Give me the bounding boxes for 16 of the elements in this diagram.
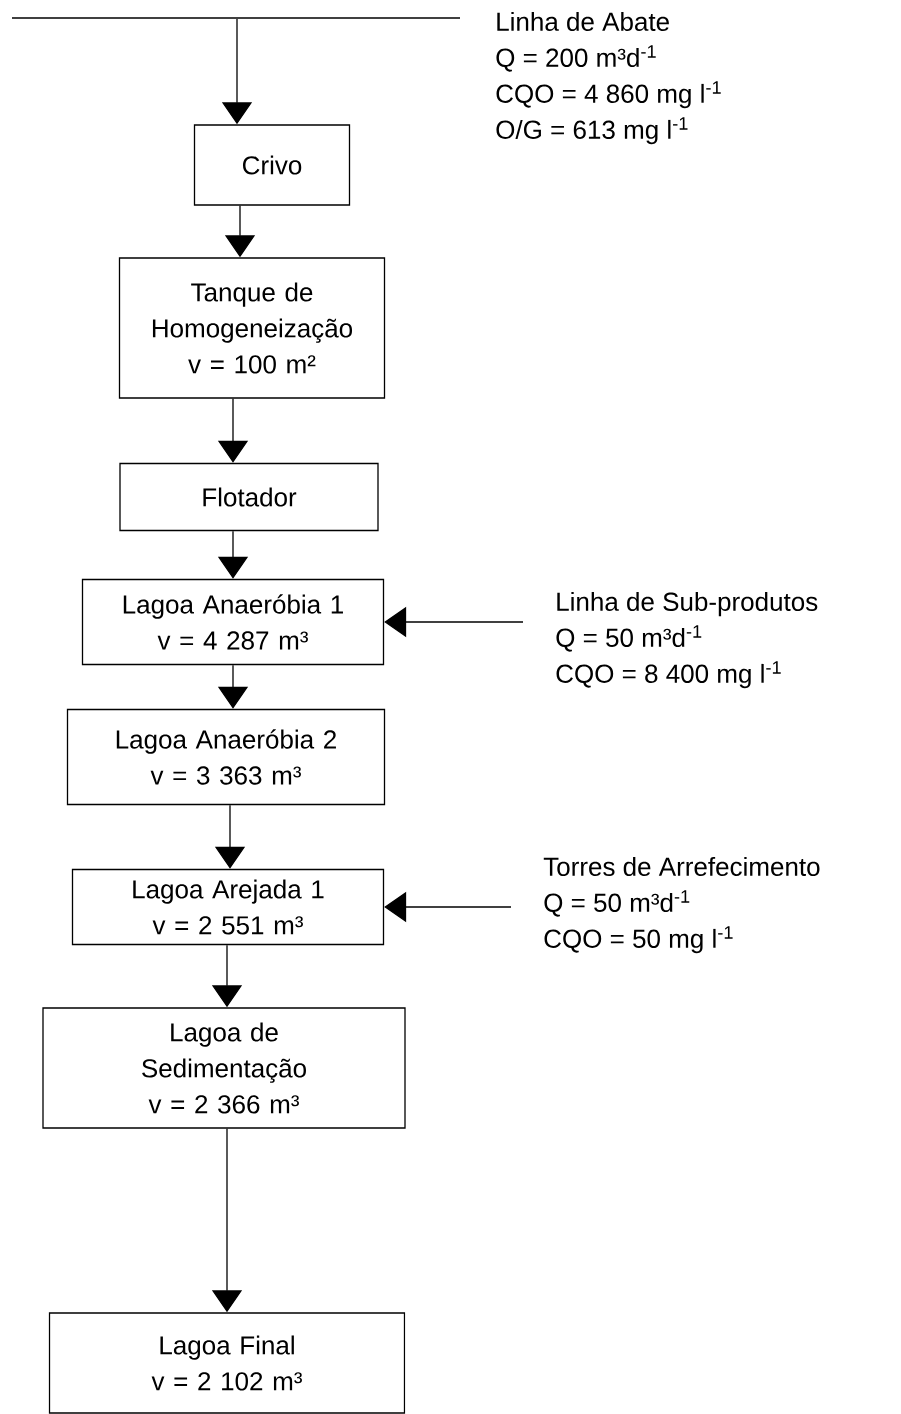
node-label: Q = 200 m³d$^{-1}$ [496,45,656,72]
node-label: Linha de Abate [497,11,669,31]
feed-line [12,17,460,19]
process-box: Lagoa de Sedimentação v = 2 366 m³ [42,1007,406,1129]
process-box: Lagoa Arejada 1 v = 2 551 m³ [71,868,385,946]
stream-note: Torres de Arrefecimento Q = 50 m³d$^{-1}$ CQO = 50 mg l$^{-1}$ [543,856,820,954]
process-box: Lagoa Anaeróbia 2 v = 3 363 m³ [66,708,386,806]
stream-note: Linha de Sub-produtos Q = 50 m³d$^{-1}$ CQO = 8 400 mg l$^{-1}$ [556,591,818,689]
stream-note: Linha de Abate Q = 200 m³d$^{-1}$ CQO = 4 860 mg l$^{-1}$ O/G = 613 mg l$^{-1}$ [496,11,721,145]
process-box: Lagoa Final v = 2 102 m³ [48,1312,406,1414]
process-box: Tanque de Homogeneização v = 100 m² [118,257,386,399]
process-box: Flotador [119,462,379,532]
node-label: CQO = 4 860 mg l$^{-1}$ [496,81,721,109]
process-box: Crivo [193,124,351,206]
process-box: Lagoa Anaeróbia 1 v = 4 287 m³ [81,578,385,666]
node-label: O/G = 613 mg l$^{-1}$ [496,117,688,145]
